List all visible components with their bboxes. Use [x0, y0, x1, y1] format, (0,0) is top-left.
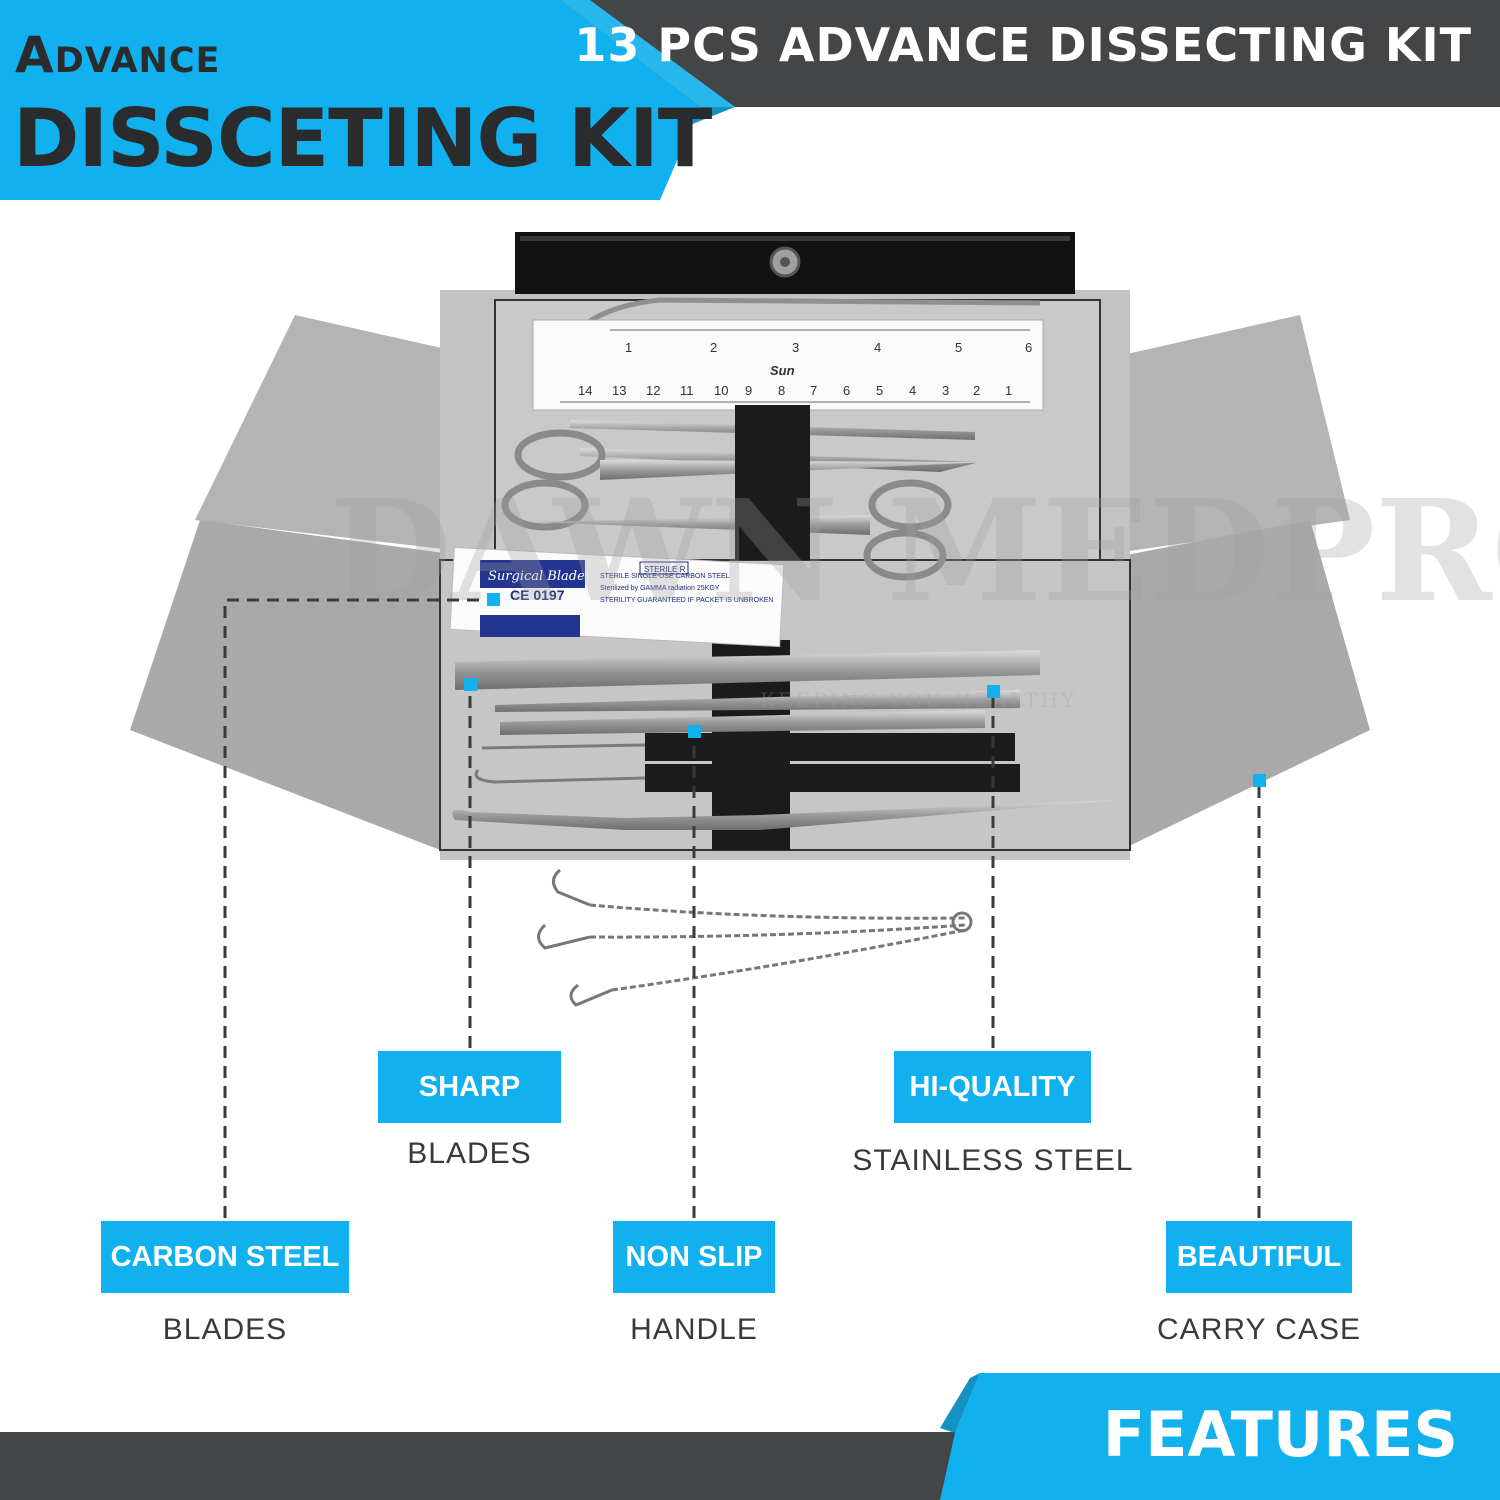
- title-large: DISSCETING KIT: [13, 92, 712, 185]
- svg-text:CE 0197: CE 0197: [510, 587, 565, 603]
- svg-text:3: 3: [942, 383, 949, 398]
- feature-badge-sharp: SHARP: [378, 1051, 561, 1123]
- callout-dot: [1253, 774, 1266, 787]
- scalpel-handle-1: [455, 650, 1040, 690]
- elastic-strap-top: [735, 405, 810, 560]
- feature-badge-non-slip: NON SLIP: [613, 1221, 775, 1293]
- scissors-handle: [514, 429, 606, 481]
- blade-packet: Surgical Blades CE 0197 STERILE SINGLE-U…: [449, 546, 785, 648]
- svg-text:13: 13: [612, 383, 626, 398]
- case-flap-left-upper: [195, 315, 495, 555]
- chain-hooks: [537, 868, 973, 1007]
- svg-text:6: 6: [1025, 340, 1032, 355]
- footer-accent-shape: [940, 1373, 1500, 1500]
- svg-text:2: 2: [973, 383, 980, 398]
- feature-sub-carbon-steel: BLADES: [162, 1313, 288, 1346]
- svg-text:Surgical Blades: Surgical Blades: [488, 569, 592, 584]
- svg-text:10: 10: [714, 383, 728, 398]
- scalpel-handle-2: [495, 690, 1020, 712]
- svg-text:2: 2: [710, 340, 717, 355]
- callout-dot: [987, 685, 1000, 698]
- svg-text:11: 11: [680, 383, 694, 398]
- svg-text:Sterilized by GAMMA radiation: Sterilized by GAMMA radiation 25KGY: [600, 585, 720, 592]
- svg-text:5: 5: [955, 340, 962, 355]
- svg-text:1: 1: [1005, 383, 1012, 398]
- callout-dot: [487, 593, 500, 606]
- case-flap-right-upper: [1100, 315, 1350, 555]
- watermark-tagline: KEEPING YOU HEALTHY: [760, 688, 1078, 712]
- svg-text:1: 1: [625, 340, 632, 355]
- seeker-probe: [452, 800, 1119, 830]
- title-small: Advance: [15, 26, 221, 84]
- feature-sub-non-slip: HANDLE: [630, 1313, 758, 1346]
- scalpel-handle-3: [500, 710, 985, 735]
- feature-badge-hi-quality: HI-QUALITY: [894, 1051, 1091, 1123]
- svg-text:8: 8: [778, 383, 785, 398]
- watermark: DAWN MEDPROMED: [330, 470, 1500, 634]
- svg-text:7: 7: [810, 383, 817, 398]
- header-accent-shape: [0, 0, 735, 200]
- svg-text:Sun: Sun: [770, 363, 795, 378]
- dissecting-needle: [481, 743, 646, 750]
- callout-dot: [688, 725, 701, 738]
- svg-text:STERILE SINGLE-USE CARBON STEE: STERILE SINGLE-USE CARBON STEEL: [600, 573, 730, 580]
- svg-text:9: 9: [745, 383, 752, 398]
- case-flap-left-lower: [130, 520, 495, 850]
- feature-badge-carbon-steel: CARBON STEEL: [101, 1221, 349, 1293]
- svg-text:4: 4: [909, 383, 916, 398]
- feature-sub-sharp: BLADES: [407, 1137, 532, 1170]
- svg-text:STERILITY GUARANTEED IF PACKET: STERILITY GUARANTEED IF PACKET IS UNBROK…: [600, 597, 773, 604]
- svg-text:6: 6: [843, 383, 850, 398]
- feature-sub-hi-quality: STAINLESS STEEL: [852, 1144, 1134, 1177]
- svg-text:5: 5: [876, 383, 883, 398]
- feature-sub-beautiful: CARRY CASE: [1157, 1313, 1361, 1346]
- svg-text:STERILE R: STERILE R: [644, 565, 686, 574]
- svg-text:14: 14: [578, 383, 592, 398]
- svg-text:4: 4: [874, 340, 881, 355]
- footer-title: FEATURES: [1102, 1398, 1458, 1471]
- feature-badge-beautiful: BEAUTIFUL: [1166, 1221, 1352, 1293]
- page-title: 13 PCS ADVANCE DISSECTING KIT: [574, 18, 1472, 72]
- case-flap-right-lower: [1100, 520, 1370, 860]
- svg-text:3: 3: [792, 340, 799, 355]
- callout-dot: [464, 678, 477, 691]
- svg-text:12: 12: [646, 383, 660, 398]
